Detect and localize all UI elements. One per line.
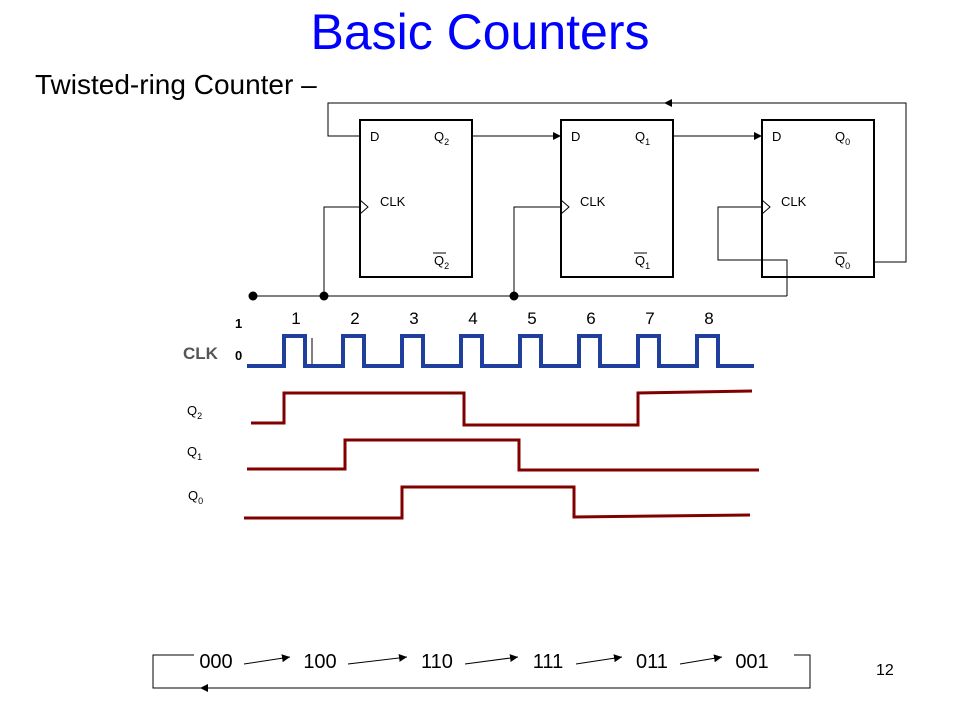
ff2-q-label: Q2: [434, 129, 449, 147]
sequence-arrow: [464, 654, 519, 665]
slide-subtitle: Twisted-ring Counter –: [35, 69, 317, 100]
slide-title: Basic Counters: [310, 4, 650, 60]
clock-pulse-number: 1: [291, 309, 300, 328]
ff1-d-label: D: [571, 129, 580, 144]
ff2-qbar-label: Q2: [434, 253, 449, 271]
q-waveforms: Q2 Q1 Q0: [187, 389, 759, 520]
sequence-state: 100: [303, 651, 336, 673]
clock-waveform: [247, 334, 754, 368]
flip-flop-1: D Q1 CLK Q1: [560, 119, 674, 278]
junction-dot: [319, 291, 329, 301]
clock-input-dot: [248, 291, 258, 301]
q0-waveform: [244, 485, 751, 520]
sequence-arrow: [347, 653, 408, 665]
sequence-state: 000: [199, 651, 232, 673]
flip-flop-0: D Q0 CLK Q0: [761, 119, 875, 278]
clock-pulse-number: 4: [468, 309, 477, 328]
ff2-d-label: D: [370, 129, 379, 144]
sequence-arrow: [575, 654, 623, 665]
clk-wire-0: [717, 206, 788, 296]
clock-diagram: 1 0 CLK 1 2 3 4 5 6 7 8: [183, 309, 754, 368]
feedback-wire-arrow: [664, 99, 907, 263]
ff0-q-label: Q0: [835, 129, 850, 147]
junction-dot: [509, 291, 519, 301]
flip-flop-2: D Q2 CLK Q2: [359, 119, 473, 278]
ff0-d-label: D: [772, 129, 781, 144]
clock-pulse-number: 3: [409, 309, 418, 328]
clock-label: CLK: [183, 344, 219, 363]
ff2-clk-label: CLK: [380, 194, 406, 209]
state-sequence: 000 100 110 111 011 001: [152, 651, 811, 692]
clock-level-low: 0: [235, 348, 242, 363]
ff1-q-label: Q1: [635, 129, 650, 147]
feedback-wire: [327, 102, 666, 137]
sequence-return-loop: [152, 654, 811, 689]
clock-pulse-number: 2: [350, 309, 359, 328]
ff0-clk-label: CLK: [781, 194, 807, 209]
sequence-state: 111: [533, 651, 563, 673]
ff0-qbar-label: Q0: [835, 253, 850, 271]
clock-pulse-number: 5: [527, 309, 536, 328]
clock-pulse-number: 6: [586, 309, 595, 328]
clock-pulse-number: 7: [645, 309, 654, 328]
q1-wave-label: Q1: [187, 444, 202, 462]
ff1-clk-label: CLK: [580, 194, 606, 209]
q2-waveform: [251, 389, 753, 427]
clk-wire-1: [513, 206, 561, 296]
clock-pulse-number: 8: [704, 309, 713, 328]
q1-waveform: [247, 438, 759, 472]
sequence-state: 110: [421, 651, 453, 673]
q0-wave-label: Q0: [188, 488, 203, 506]
wiring: [253, 99, 907, 297]
sequence-arrow: [243, 654, 291, 665]
ff1-qbar-label: Q1: [635, 253, 650, 271]
clock-level-high: 1: [235, 316, 242, 331]
sequence-state: 011: [636, 651, 668, 673]
sequence-state: 001: [735, 651, 768, 673]
q2-wave-label: Q2: [187, 403, 202, 421]
page-number: 12: [876, 662, 894, 679]
clk-wire-2: [323, 206, 360, 296]
sequence-arrow: [679, 654, 723, 665]
